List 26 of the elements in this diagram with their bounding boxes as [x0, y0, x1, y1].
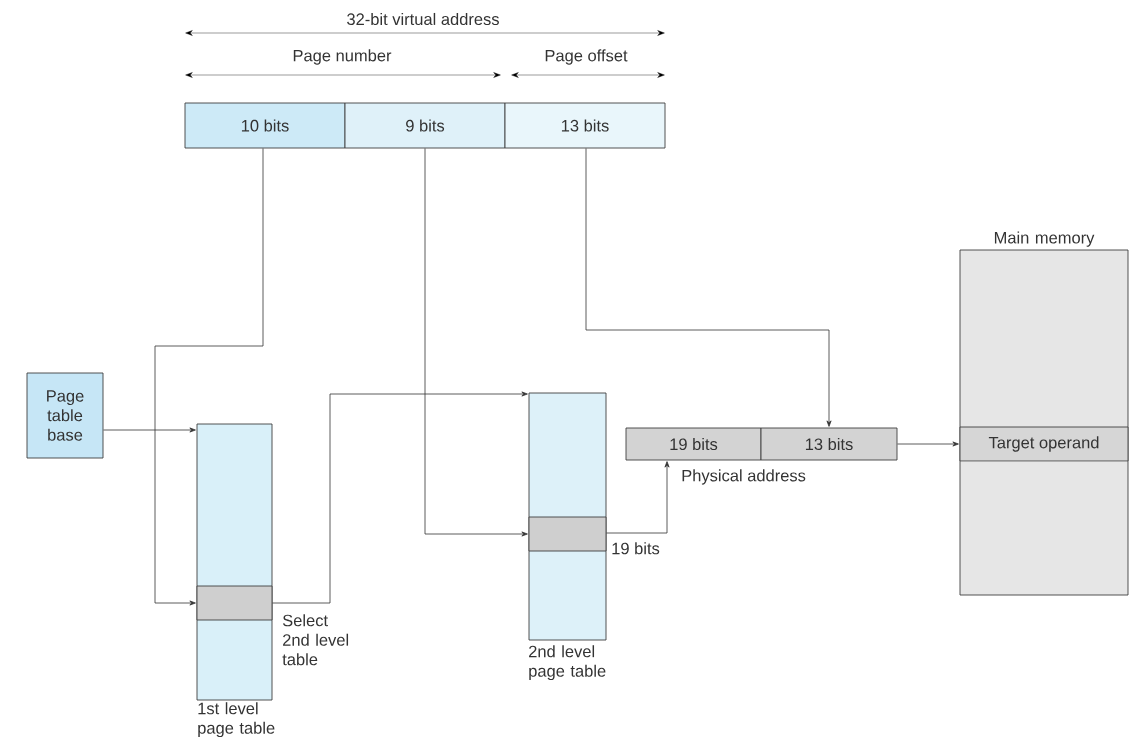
address-field: 13 bits	[760, 427, 898, 461]
arrow	[154, 148, 264, 606]
table-caption: Select 2nd level table	[282, 614, 349, 666]
dimension-label: Page offset	[545, 49, 628, 65]
arrow	[585, 148, 832, 427]
table-entry	[528, 516, 607, 552]
table-entry	[196, 585, 273, 621]
arrow	[897, 441, 959, 447]
arrow	[424, 148, 528, 537]
table-entry: Target operand	[959, 426, 1129, 462]
address-field: 9 bits	[344, 102, 506, 149]
address-field: 10 bits	[184, 102, 346, 149]
edge-label: 19 bits	[612, 542, 660, 555]
memory-block	[959, 249, 1129, 596]
dimension-label: 32-bit virtual address	[347, 12, 499, 26]
arrow	[103, 427, 196, 433]
address-field: 13 bits	[504, 102, 666, 149]
table-caption: 2nd level page table	[529, 645, 606, 681]
register-box: Page table base	[26, 372, 104, 459]
table-caption: Main memory	[994, 231, 1095, 247]
table-caption: 1st level page table	[198, 702, 275, 738]
address-field: 19 bits	[625, 427, 762, 461]
dimension-label: Physical address	[682, 469, 806, 485]
arrow	[272, 391, 528, 604]
arrow	[606, 461, 670, 534]
dimension-label: Page number	[293, 49, 392, 65]
